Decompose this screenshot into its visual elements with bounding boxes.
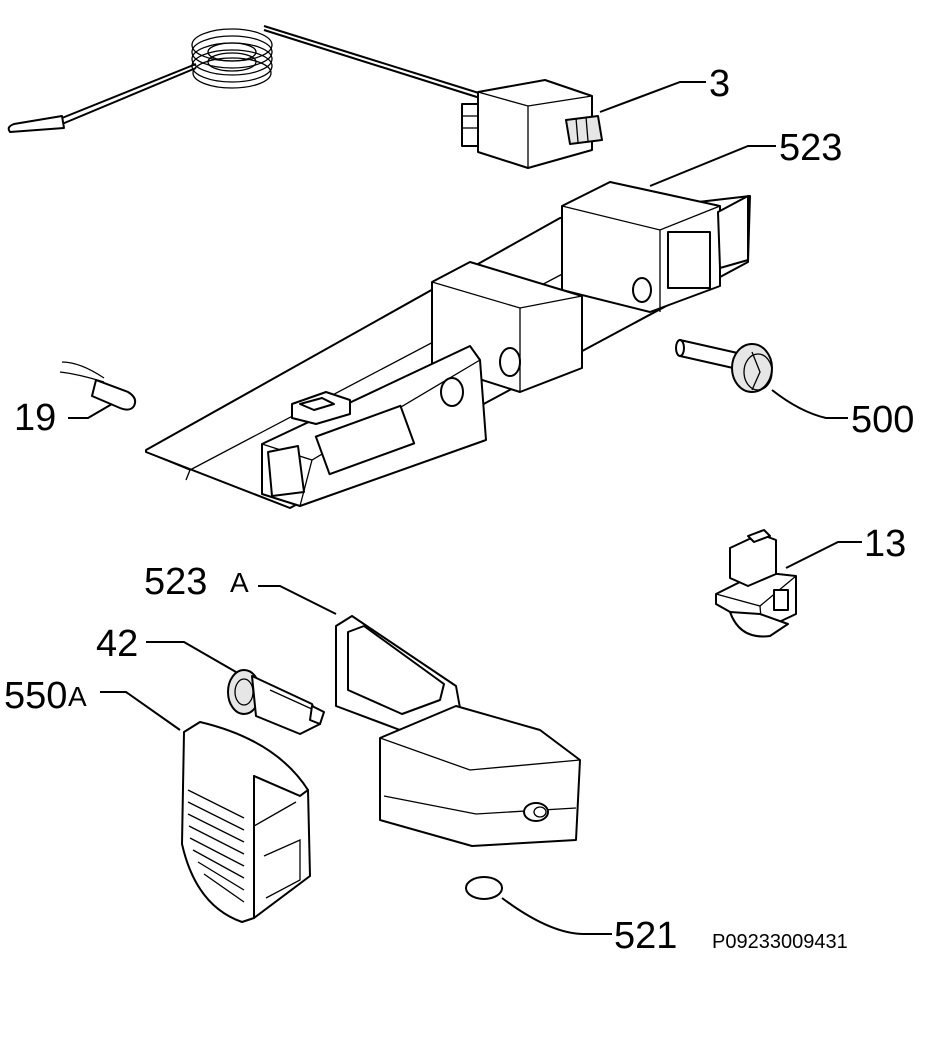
lampholder-body bbox=[251, 675, 321, 735]
label-3: 3 bbox=[709, 63, 730, 105]
cap-texture bbox=[187, 789, 245, 903]
label-550a-number: 550 bbox=[4, 675, 67, 717]
thermostat-terminals bbox=[461, 103, 479, 147]
probe-sensor bbox=[7, 115, 65, 133]
part-19-lamp bbox=[59, 361, 137, 419]
knob-head bbox=[731, 343, 773, 393]
cap-side bbox=[253, 775, 311, 919]
label-42: 42 bbox=[96, 623, 138, 665]
part-42-lampholder bbox=[146, 641, 325, 735]
part-523-housing bbox=[145, 145, 776, 509]
label-523a-suffix: A bbox=[230, 567, 249, 598]
thermostat-shaft bbox=[565, 115, 603, 145]
cover-hole bbox=[523, 802, 549, 822]
part-13-switch bbox=[715, 529, 862, 638]
switch-button bbox=[729, 611, 789, 638]
part-3-thermostat bbox=[7, 25, 706, 169]
housing-rear-window bbox=[667, 231, 711, 289]
label-523a-number: 523 bbox=[144, 561, 207, 603]
label-19: 19 bbox=[14, 397, 56, 439]
part-550a-cap bbox=[100, 691, 311, 923]
label-523: 523 bbox=[779, 127, 842, 169]
thermostat-body bbox=[477, 79, 593, 169]
label-550a-suffix: A bbox=[68, 681, 87, 712]
label-521: 521 bbox=[614, 915, 677, 957]
ring bbox=[465, 876, 503, 900]
lamp-bulb bbox=[91, 379, 137, 411]
label-13: 13 bbox=[864, 523, 906, 565]
part-500-knob bbox=[675, 339, 848, 419]
label-500: 500 bbox=[851, 399, 914, 441]
part-523a-cover bbox=[258, 585, 581, 847]
cover-body bbox=[379, 705, 581, 847]
housing-front-window bbox=[314, 404, 416, 476]
part-521-ring bbox=[465, 876, 612, 935]
drawing-code: P09233009431 bbox=[712, 931, 848, 953]
capillary-coil bbox=[191, 28, 273, 89]
